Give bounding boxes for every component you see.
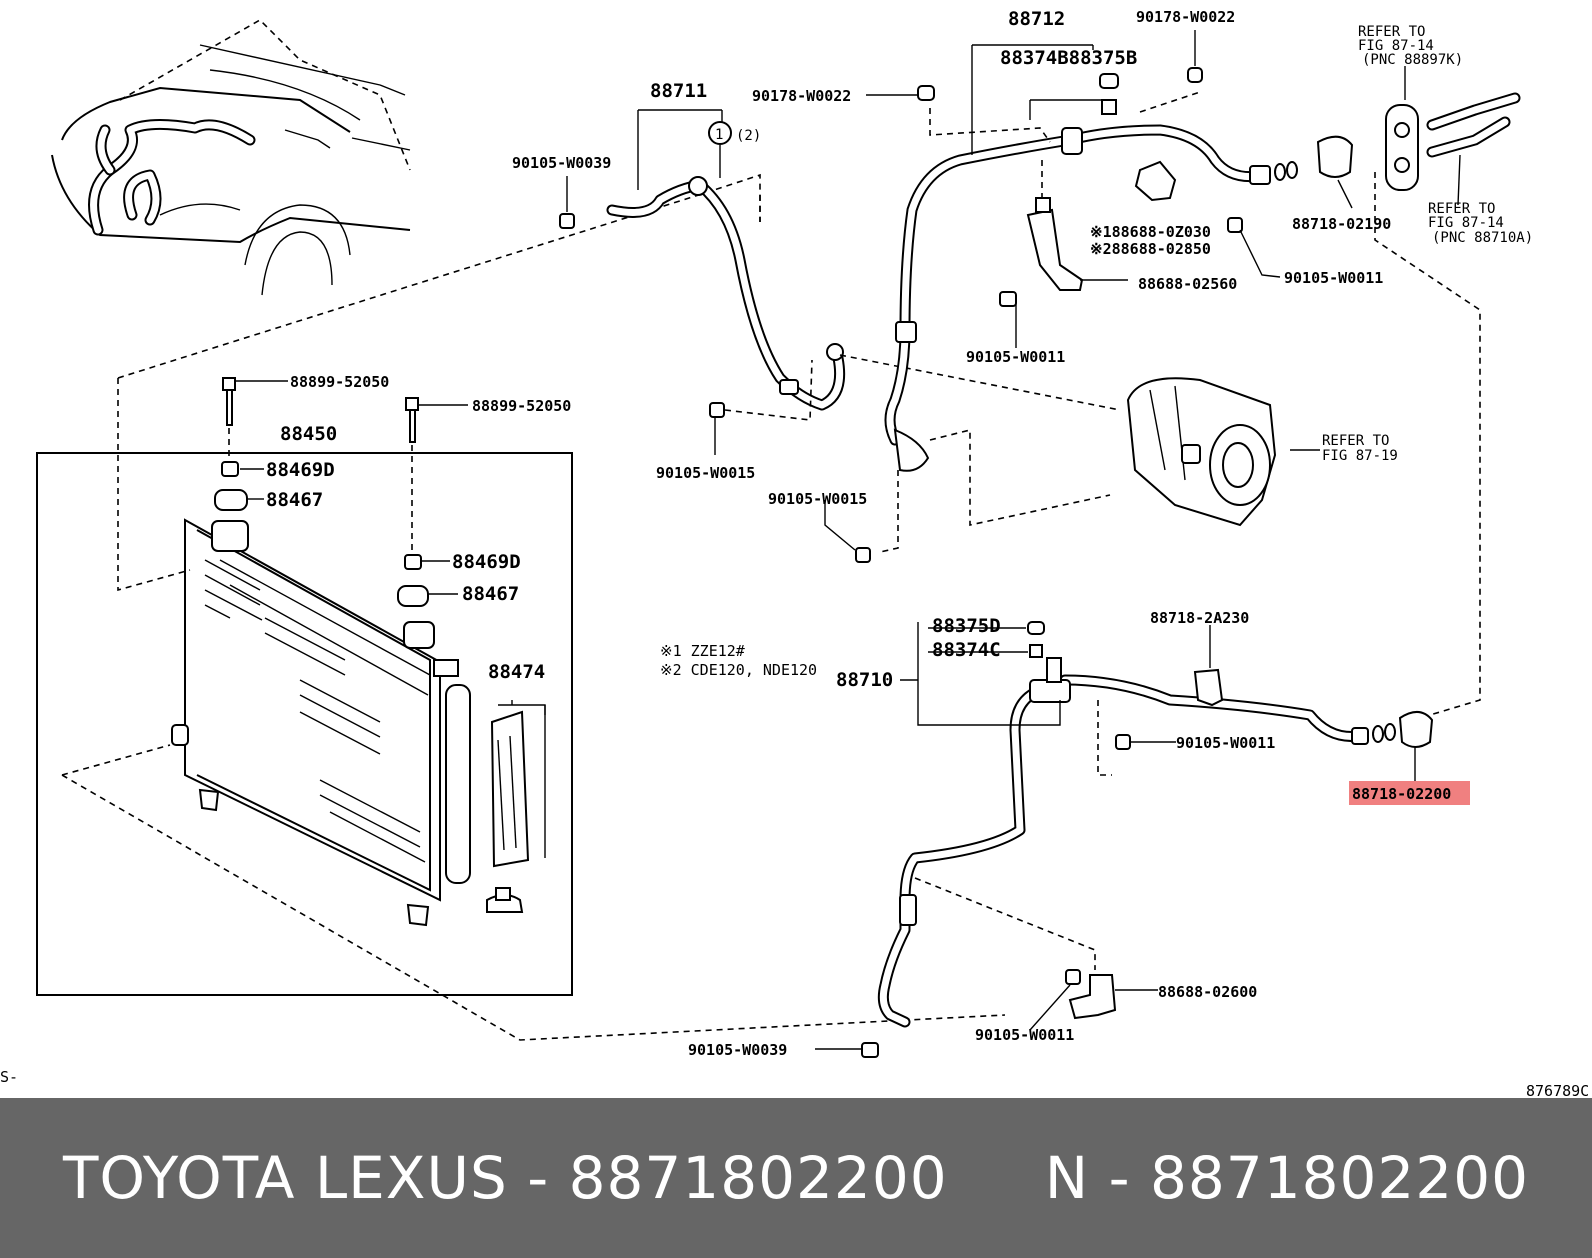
label-88688-02560: 88688-02560 xyxy=(1138,275,1237,293)
parts-diagram: 88712 90178-W0022 88374B88375B REFER TO … xyxy=(0,8,1589,1098)
label-88374c: 88374C xyxy=(932,639,1001,661)
liquid-pipe-88710 xyxy=(815,621,1434,1058)
label-90105-w0039-top: 90105-W0039 xyxy=(512,154,611,172)
label-88688-0z030: ※188688-0Z030 xyxy=(1090,223,1211,241)
label-90105-w0039-bottom: 90105-W0039 xyxy=(688,1041,787,1059)
note-1: ※1 ZZE12# xyxy=(660,642,745,660)
label-90105-w0015-b: 90105-W0015 xyxy=(768,490,867,508)
compressor xyxy=(1126,377,1320,527)
discharge-hose-88711 xyxy=(559,109,1121,455)
label-refer-a3: (PNC 88897K) xyxy=(1362,52,1463,68)
label-88688-02850: ※288688-02850 xyxy=(1090,240,1211,258)
label-88467-b: 88467 xyxy=(462,583,519,605)
label-88375d: 88375D xyxy=(932,615,1001,637)
label-88688-02600: 88688-02600 xyxy=(1158,983,1257,1001)
fitting-88718-02190 xyxy=(1316,135,1354,209)
label-circle-qty: (2) xyxy=(736,128,761,144)
label-refer-a2: FIG 87-14 xyxy=(1358,38,1434,54)
label-88718-02190: 88718-02190 xyxy=(1292,215,1391,233)
highlight-box xyxy=(1349,781,1470,805)
label-90105-w0011-mid: 90105-W0011 xyxy=(966,348,1065,366)
bolt-88899-a xyxy=(222,377,236,426)
connector-block xyxy=(1385,66,1521,206)
label-88474: 88474 xyxy=(488,661,545,683)
part-labels: 88712 90178-W0022 88374B88375B REFER TO … xyxy=(0,8,1589,1098)
label-90178-w0022-mid: 90178-W0022 xyxy=(752,87,851,105)
label-circle-1: 1 xyxy=(715,127,723,143)
label-88718-2a230: 88718-2A230 xyxy=(1150,609,1249,627)
label-88899-52050-a: 88899-52050 xyxy=(290,373,389,391)
vehicle-sketch xyxy=(51,19,411,296)
label-88469d-a: 88469D xyxy=(266,459,335,481)
label-90178-w0022-top: 90178-W0022 xyxy=(1136,8,1235,26)
label-refer-c2: FIG 87-19 xyxy=(1322,448,1398,464)
label-88711: 88711 xyxy=(650,80,707,102)
figure-id: 876789C xyxy=(1526,1082,1589,1098)
label-88467-a: 88467 xyxy=(266,489,323,511)
label-refer-b3: (PNC 88710A) xyxy=(1432,230,1533,246)
label-88899-52050-b: 88899-52050 xyxy=(472,397,571,415)
label-88374b-88375b: 88374B88375B xyxy=(1000,47,1137,69)
label-90105-w0011-right: 90105-W0011 xyxy=(1284,269,1383,287)
label-90105-w0011-lower: 90105-W0011 xyxy=(1176,734,1275,752)
note-2: ※2 CDE120, NDE120 xyxy=(660,661,817,679)
label-refer-b1: REFER TO xyxy=(1428,201,1495,217)
corner-left-code: S- xyxy=(0,1068,18,1086)
label-88710: 88710 xyxy=(836,669,893,691)
footer-banner: TOYOTA LEXUS - 8871802200 N - 8871802200 xyxy=(0,1098,1592,1258)
leader-dashed-right xyxy=(1374,172,1481,719)
label-refer-c1: REFER TO xyxy=(1322,433,1389,449)
label-90105-w0015-a: 90105-W0015 xyxy=(656,464,755,482)
label-90105-w0011-bottom: 90105-W0011 xyxy=(975,1026,1074,1044)
condenser-assembly xyxy=(36,173,1006,1041)
footer-part-number: TOYOTA LEXUS - 8871802200 N - 8871802200 xyxy=(62,1144,1530,1212)
label-88712: 88712 xyxy=(1008,8,1065,30)
bolt-88899-b xyxy=(405,397,419,443)
label-88469d-b: 88469D xyxy=(452,551,521,573)
suction-hose-88712 xyxy=(824,30,1298,563)
label-refer-b2: FIG 87-14 xyxy=(1428,215,1504,231)
label-88718-02200: 88718-02200 xyxy=(1352,785,1451,803)
label-88450: 88450 xyxy=(280,423,337,445)
label-refer-a1: REFER TO xyxy=(1358,24,1425,40)
